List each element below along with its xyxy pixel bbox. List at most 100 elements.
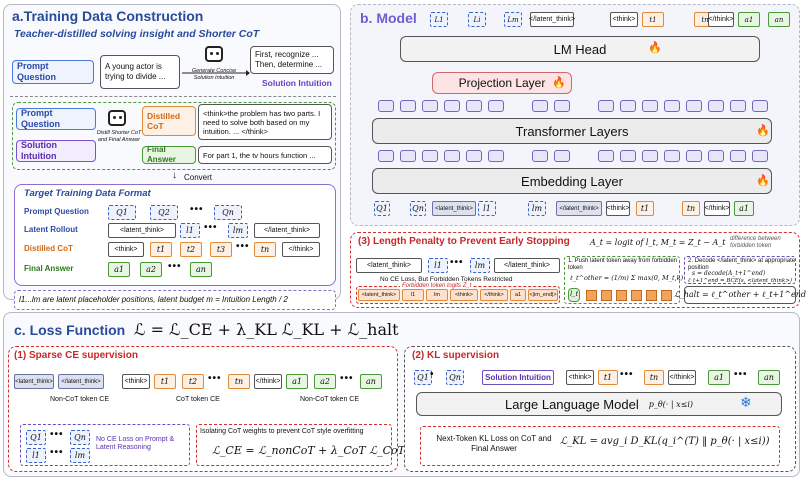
kl-token: <think> (566, 370, 594, 385)
hidden-state (752, 100, 768, 112)
row-final-answer: Final Answer (24, 264, 74, 273)
hidden-state (664, 100, 680, 112)
bottom-token: Qn (410, 201, 426, 216)
kl-token: Solution Intuition (482, 370, 554, 385)
no-ce-note: No CE Loss, But Forbidden Tokens Restric… (380, 276, 513, 283)
lm-head-label: LM Head (553, 41, 607, 57)
panel-b-title: b. Model (360, 10, 417, 26)
top-token: a1 (738, 12, 760, 27)
kl-token: a1 (708, 370, 730, 385)
token-think-close: </think> (282, 242, 320, 257)
hidden-state (620, 100, 636, 112)
ce-token: tn (228, 374, 250, 389)
solution-intuition-box: Solution Intuition (16, 140, 96, 162)
seq-l1: l1 (428, 258, 448, 273)
forbidden-token: <|im_end|> (528, 289, 558, 301)
bottom-token: tn (682, 201, 700, 216)
panel-a-subtitle: Teacher-distilled solving insight and Sh… (14, 28, 260, 40)
forbidden-token: </think> (480, 289, 508, 301)
kl-token: </think> (668, 370, 696, 385)
lt-box: l_t (568, 288, 580, 302)
dots: ••• (168, 261, 182, 272)
ce-q1: Q1 (26, 430, 46, 445)
ce-token: <latent_think> (14, 374, 54, 389)
step2-f1: s = decode(A_t+1^end) (692, 270, 766, 277)
hidden-state (422, 150, 438, 162)
intuition-text: First, recognize ... Then, determine ... (250, 46, 334, 74)
transformer-layers-label: Transformer Layers (515, 123, 629, 139)
panel-a-title: a.Training Data Construction (12, 8, 204, 24)
bottom-token: l1 (478, 201, 496, 216)
top-token: t1 (642, 12, 664, 27)
kl-token: t1 (598, 370, 618, 385)
dots: ••• (190, 204, 204, 215)
seq-latent-open: <latent_think> (356, 258, 422, 273)
final-answer-label: Final Answer (142, 145, 196, 164)
projection-layer-label: Projection Layer (458, 76, 546, 90)
dots: ••• (204, 222, 218, 233)
token-think-open: <think> (108, 242, 144, 257)
kl-formula: ℒ_KL = avg_i D_KL(q_i^(T) ‖ p_θ(· | x≤i)… (560, 436, 770, 447)
penalty-bar (616, 290, 627, 301)
top-token: Li (468, 12, 486, 27)
dots: • (430, 369, 435, 380)
token-tn: tn (254, 242, 276, 257)
kl-title: (2) KL supervision (412, 350, 500, 361)
hidden-state (488, 100, 504, 112)
target-title: Target Training Data Format (24, 188, 151, 199)
token-t3: t3 (210, 242, 232, 257)
dots: ••• (50, 447, 64, 458)
ce-qn: Qn (70, 430, 90, 445)
top-token: </think> (708, 12, 734, 27)
penalty-def-note: difference between forbidden token (730, 236, 781, 250)
embedding-layer-label: Embedding Layer (521, 173, 623, 189)
latent-footnote: l1...lm are latent placeholder positions… (14, 290, 336, 310)
bottom-token: <think> (606, 201, 630, 216)
hidden-state (554, 150, 570, 162)
robot-icon (205, 46, 223, 62)
penalty-bar (631, 290, 642, 301)
bottom-token: </think> (704, 201, 730, 216)
step1-box (564, 256, 680, 304)
hidden-state (554, 100, 570, 112)
token-a2: a2 (140, 262, 162, 277)
ce-token: an (360, 374, 382, 389)
forbidden-token: <latent_think> (358, 289, 400, 301)
kl-formula-box (420, 426, 780, 466)
dots: ••• (734, 369, 748, 380)
trainable-flame-icon: 🔥 (756, 125, 770, 137)
token-latent-open: <latent_think> (108, 223, 176, 238)
generate-arrow (182, 70, 250, 76)
hidden-state (620, 150, 636, 162)
panel-3-title: (3) Length Penalty to Prevent Early Stop… (358, 236, 570, 247)
no-ce-box (20, 424, 190, 466)
step1-formula: ℓ_t^other = (1/m) Σ max(0, M_t,k) (570, 274, 684, 282)
bottom-token: <latent_think> (432, 201, 476, 216)
token-l1: l1 (180, 223, 200, 238)
ce-l1: l1 (26, 448, 46, 463)
divider (10, 96, 336, 97)
hidden-state (598, 150, 614, 162)
embedding-layer: Embedding Layer (372, 168, 772, 194)
penalty-def: A_t = logit of l_t, M_t = Z_t − A_t (590, 238, 726, 247)
step2-text: 2. Decode </latent_think> at appropriate… (688, 258, 796, 272)
hidden-state (642, 150, 658, 162)
hidden-state (642, 100, 658, 112)
distill-label: Distill Shorter CoT and Final Answer (96, 130, 142, 143)
hidden-state (598, 100, 614, 112)
token-a1: a1 (108, 262, 130, 277)
token-latent-close: </latent_think> (254, 223, 320, 238)
top-token: L1 (430, 12, 448, 27)
hidden-state (532, 100, 548, 112)
distill-group (12, 102, 336, 170)
sparse-ce-title: (1) Sparse CE supervision (14, 350, 138, 361)
robot-icon-2 (108, 110, 126, 126)
convert-label: Convert (184, 173, 213, 182)
step2-f2: ℓ_t+1^end = BCE(s, <latent_think>) (688, 278, 792, 284)
ce-lm: lm (70, 448, 90, 463)
bottom-token: Q1 (374, 201, 390, 216)
forbidden-token: a1 (510, 289, 526, 301)
generate-label: Generate Concise Solution Intuition (191, 68, 237, 81)
cot-label: CoT token CE (176, 396, 220, 403)
